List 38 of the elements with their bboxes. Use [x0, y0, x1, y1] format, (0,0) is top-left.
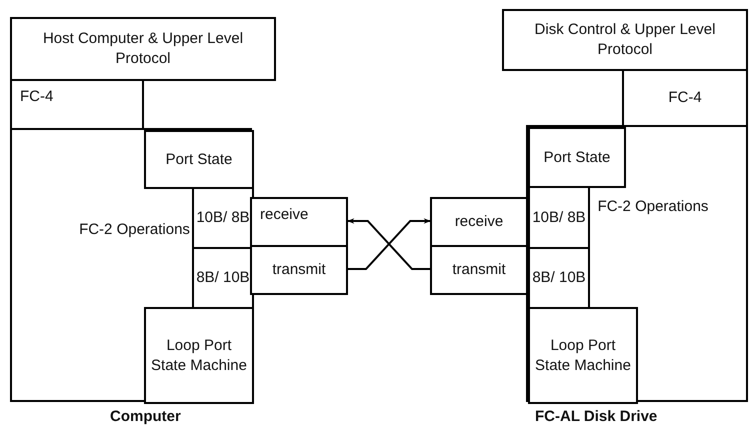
layer-label: Port State — [544, 148, 610, 168]
layer-label: transmit — [452, 260, 506, 280]
device-caption: FC-AL Disk Drive — [535, 408, 658, 425]
layer-box — [502, 9, 748, 71]
layer-label: Loop Port State Machine — [534, 336, 632, 376]
layer-label: receive — [454, 212, 504, 232]
layer-label: 10B/ 8B — [196, 208, 250, 228]
layer-box — [430, 197, 528, 247]
layer-label: 10B/ 8B — [532, 208, 586, 228]
layer-box — [528, 186, 590, 249]
region-box — [10, 128, 252, 402]
layer-label: 8B/ 10B — [196, 268, 250, 288]
device-caption: Computer — [110, 408, 181, 425]
layer-label: receive — [260, 205, 308, 225]
layer-box — [10, 79, 144, 130]
layer-label: FC-4 — [668, 88, 702, 108]
layer-box — [10, 17, 276, 81]
layer-box — [192, 187, 254, 249]
layer-box — [430, 245, 528, 295]
layer-box — [144, 307, 254, 404]
layer-label: FC-2 Operations — [596, 197, 710, 217]
layer-box — [528, 247, 590, 309]
layer-box — [528, 127, 626, 188]
layer-box — [250, 197, 348, 247]
layer-label: Host Computer & Upper Level Protocol — [42, 29, 244, 69]
layer-label: FC-2 Operations — [78, 220, 191, 240]
layer-box — [528, 307, 638, 404]
layer-label: transmit — [272, 260, 326, 280]
layer-label: Disk Control & Upper Level Protocol — [534, 20, 716, 60]
layer-box — [192, 247, 254, 309]
layer-box — [144, 130, 254, 189]
layer-label: Loop Port State Machine — [150, 336, 248, 376]
region-box — [526, 125, 748, 402]
layer-label: FC-4 — [20, 87, 54, 107]
layer-label: 8B/ 10B — [532, 268, 586, 288]
layer-label: Port State — [166, 150, 232, 170]
layer-box — [250, 245, 348, 295]
layer-box — [622, 69, 748, 127]
